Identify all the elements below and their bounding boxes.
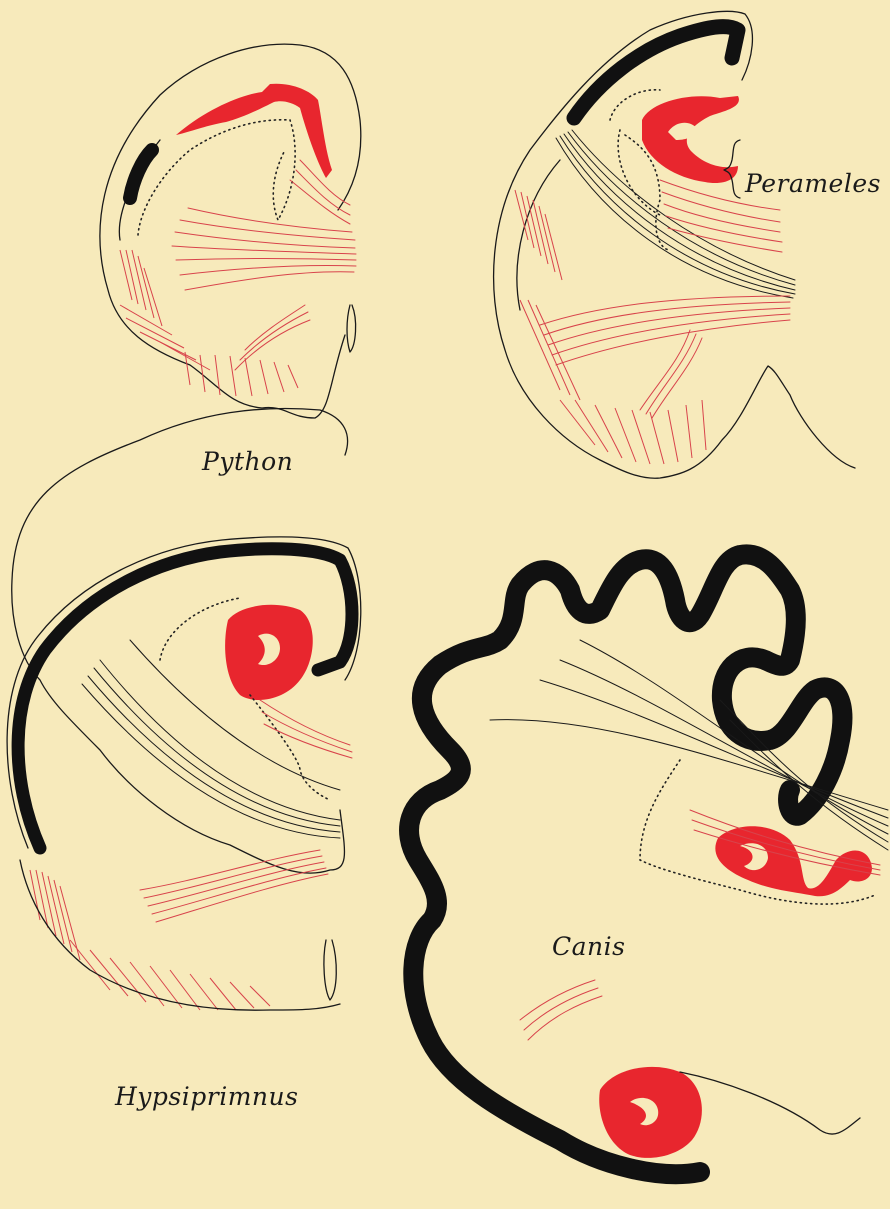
- python-ventricle-slit: [347, 305, 356, 352]
- canis-label: Canis: [552, 932, 625, 961]
- python-label: Python: [201, 447, 293, 476]
- python-red-cortex: [176, 84, 332, 178]
- perameles-inner-line: [517, 160, 560, 310]
- python-dotted-boundary: [138, 120, 295, 235]
- python-fibers: [172, 160, 356, 370]
- hypsiprimnus-section: Hypsiprimnus: [7, 409, 361, 1111]
- python-cortex-black: [130, 150, 152, 198]
- hypsiprimnus-label: Hypsiprimnus: [114, 1082, 298, 1111]
- hypsiprimnus-fibers: [140, 700, 352, 922]
- python-outline: [100, 44, 361, 418]
- hypsiprimnus-outer-border: [7, 537, 361, 848]
- perameles-outline: [494, 11, 855, 478]
- canis-lower-outline: [680, 1072, 860, 1134]
- perameles-label: Perameles: [744, 169, 881, 198]
- hypsiprimnus-ventricle-slit: [324, 940, 336, 1000]
- canis-black-fibers: [490, 640, 888, 850]
- canis-red-upper-gyrus: [715, 826, 872, 896]
- canis-fibers: [520, 810, 880, 1040]
- perameles-section: Perameles: [494, 11, 881, 478]
- hypsiprimnus-cortex-black: [18, 549, 352, 848]
- perameles-hatching: [515, 190, 706, 464]
- canis-section: Canis: [409, 554, 888, 1174]
